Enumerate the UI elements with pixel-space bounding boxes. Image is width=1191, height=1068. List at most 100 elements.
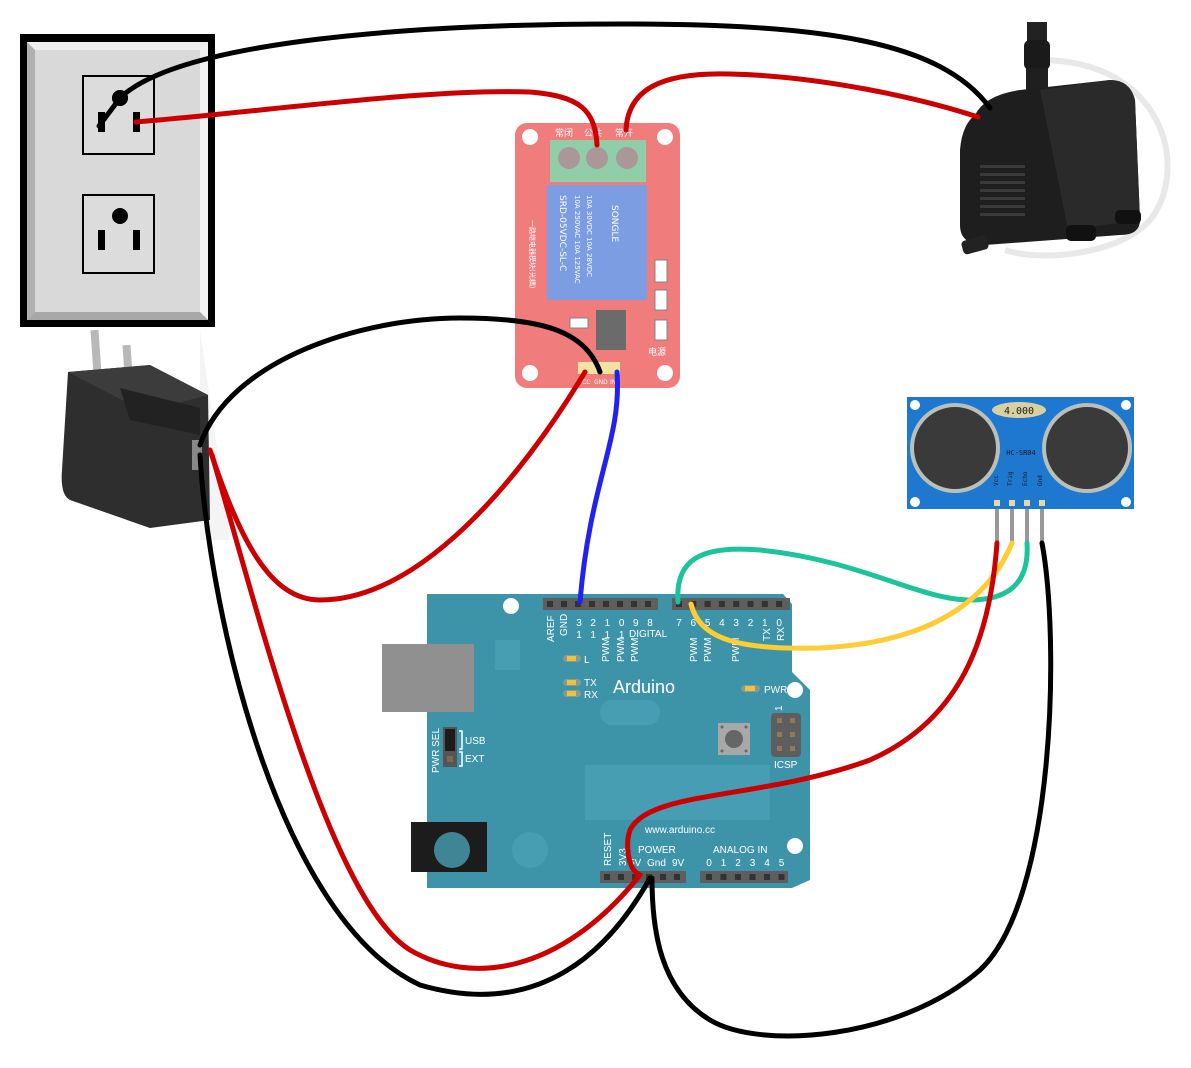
adapter-prong (90, 329, 102, 376)
analog-pin-a3[interactable] (749, 874, 756, 880)
digital-pin-0[interactable] (776, 601, 783, 607)
analog-pin-a2[interactable] (735, 874, 741, 880)
analog-pin-label-3: 3 (750, 858, 756, 869)
wire-adapter-vcc-to-relay-vcc[interactable] (207, 369, 588, 603)
led-l (563, 655, 581, 662)
analog-pin-a1[interactable] (720, 874, 727, 880)
pin-label-1: 1 (762, 618, 768, 629)
pwm-label-5: PWM (703, 638, 714, 662)
power-pin-5v[interactable] (632, 874, 638, 880)
ultrasonic-sensor: 4.000 HC-SR04 Vcc Trig Echo Gnd (907, 397, 1134, 543)
pin-label-11-tens: 1 (605, 630, 611, 641)
power-pin-3v3-label: 3V3 (618, 848, 629, 866)
led-rx-label: RX (584, 690, 598, 701)
digital-pin-11[interactable] (603, 601, 609, 607)
wall-outlet (20, 34, 215, 327)
arduino-brand-label: Arduino (613, 677, 675, 697)
digital-pin-gnd[interactable] (561, 601, 567, 607)
analog-pin-label-5: 5 (779, 858, 785, 869)
pin-label-5: 5 (705, 618, 711, 629)
led-rx (563, 690, 581, 697)
digital-pin-1[interactable] (761, 601, 768, 607)
digital-pin-4[interactable] (718, 601, 725, 607)
power-adapter (61, 329, 230, 540)
analog-pin-label-4: 4 (764, 858, 770, 869)
pin-label-aref: AREF (546, 615, 557, 642)
pin-label-6: 6 (691, 618, 697, 629)
pin-label-8: 8 (647, 618, 653, 629)
tx-pin-label: TX (762, 628, 773, 641)
digital-pin-9[interactable] (631, 601, 637, 607)
analog-pin-label-2: 2 (735, 858, 741, 869)
pwr-sel-label: PWR SEL (431, 728, 442, 773)
wire-adapter-vcc-to-arduino-5v[interactable] (209, 452, 643, 971)
sensor-model-label: HC-SR04 (1006, 449, 1036, 457)
power-header[interactable] (600, 871, 686, 883)
analog-pin-a4[interactable] (764, 874, 770, 880)
digital-pin-12[interactable] (589, 601, 595, 607)
power-pin-9v-label: 9V (672, 858, 685, 869)
outlet-socket-top[interactable] (82, 75, 155, 155)
wire-relay-no-to-pump[interactable] (623, 71, 981, 133)
power-pin-9v[interactable] (660, 874, 666, 880)
relay-power-label: 电源 (648, 346, 666, 358)
power-pin-3v3[interactable] (618, 874, 624, 880)
led-pwr (741, 685, 760, 692)
pin-label-9: 9 (633, 618, 639, 629)
pump-hose (1004, 57, 1171, 259)
pin-label-13-tens: 1 (576, 630, 582, 641)
relay-pin-in: IN (610, 379, 616, 386)
sensor-transducer-right (1042, 403, 1132, 493)
analog-pin-a0[interactable] (706, 874, 712, 880)
digital-pin-10[interactable] (617, 601, 623, 607)
analog-pin-a5[interactable] (778, 874, 785, 880)
wires (96, 21, 1054, 1039)
relay-pin-vcc: VCC (578, 379, 590, 386)
analog-pin-label-0: 0 (706, 858, 712, 869)
wire-sensor-vcc-to-arduino-5v[interactable] (625, 540, 1000, 878)
power-pin-vin[interactable] (674, 874, 680, 880)
wire-relay-in-to-arduino-d13[interactable] (577, 369, 621, 605)
wire-sensor-gnd-to-arduino-gnd[interactable] (649, 540, 1054, 1039)
digital-header-left[interactable] (543, 598, 658, 610)
reset-button[interactable] (718, 723, 750, 755)
outlet-socket-bottom[interactable] (82, 194, 155, 274)
led-l-label: L (584, 655, 590, 666)
led-tx (563, 679, 581, 686)
wire-outlet-neutral-to-pump[interactable] (96, 21, 993, 129)
digital-label: DIGITAL (629, 629, 668, 640)
digital-pin-13[interactable] (575, 601, 581, 607)
digital-pin-aref[interactable] (547, 601, 553, 607)
wire-sensor-trig-to-arduino-d6[interactable] (688, 540, 1015, 651)
wire-adapter-gnd-to-arduino-gnd[interactable] (197, 452, 653, 997)
power-pin-gnd-label: Gnd (647, 858, 666, 869)
pin-label-4: 4 (719, 618, 725, 629)
pin-label-2: 2 (748, 618, 754, 629)
digital-pin-2[interactable] (747, 601, 754, 607)
relay-rating-text-2: 10A 30VDC 10A 28VDC (585, 195, 593, 277)
relay-module: 常闭 公共 常开 SRD-05VDC-SL-C 10A 250VAC 10A 1… (515, 123, 680, 388)
sensor-transducer-left (910, 403, 1000, 493)
power-pin-reset[interactable] (604, 874, 610, 880)
outlet-ground-hole (112, 90, 128, 106)
usb-connector[interactable] (382, 644, 474, 712)
pwr-sel-jumper[interactable] (443, 727, 457, 767)
digital-pin-8[interactable] (645, 601, 651, 607)
analog-pin-label-1: 1 (721, 858, 727, 869)
pwm-label-3: PWM (731, 638, 742, 662)
icsp-header[interactable] (771, 713, 801, 757)
relay-model-text: SRD-05VDC-SL-C (557, 195, 567, 271)
icsp-label: ICSP (774, 760, 798, 771)
wire-sensor-echo-to-arduino-d7[interactable] (675, 540, 1030, 605)
wire-outlet-hot-to-relay-com[interactable] (133, 89, 600, 148)
digital-pin-5[interactable] (704, 601, 711, 607)
sensor-crystal (992, 402, 1046, 418)
relay-terminal-com-label: 公共 (584, 128, 602, 139)
analog-header[interactable] (700, 871, 788, 883)
pin-label-12: 2 (590, 618, 596, 629)
wire-adapter-gnd-to-relay-gnd[interactable] (197, 315, 603, 448)
digital-header-right[interactable] (672, 598, 790, 610)
sensor-pins[interactable] (994, 500, 1045, 543)
digital-pin-3[interactable] (733, 601, 740, 607)
